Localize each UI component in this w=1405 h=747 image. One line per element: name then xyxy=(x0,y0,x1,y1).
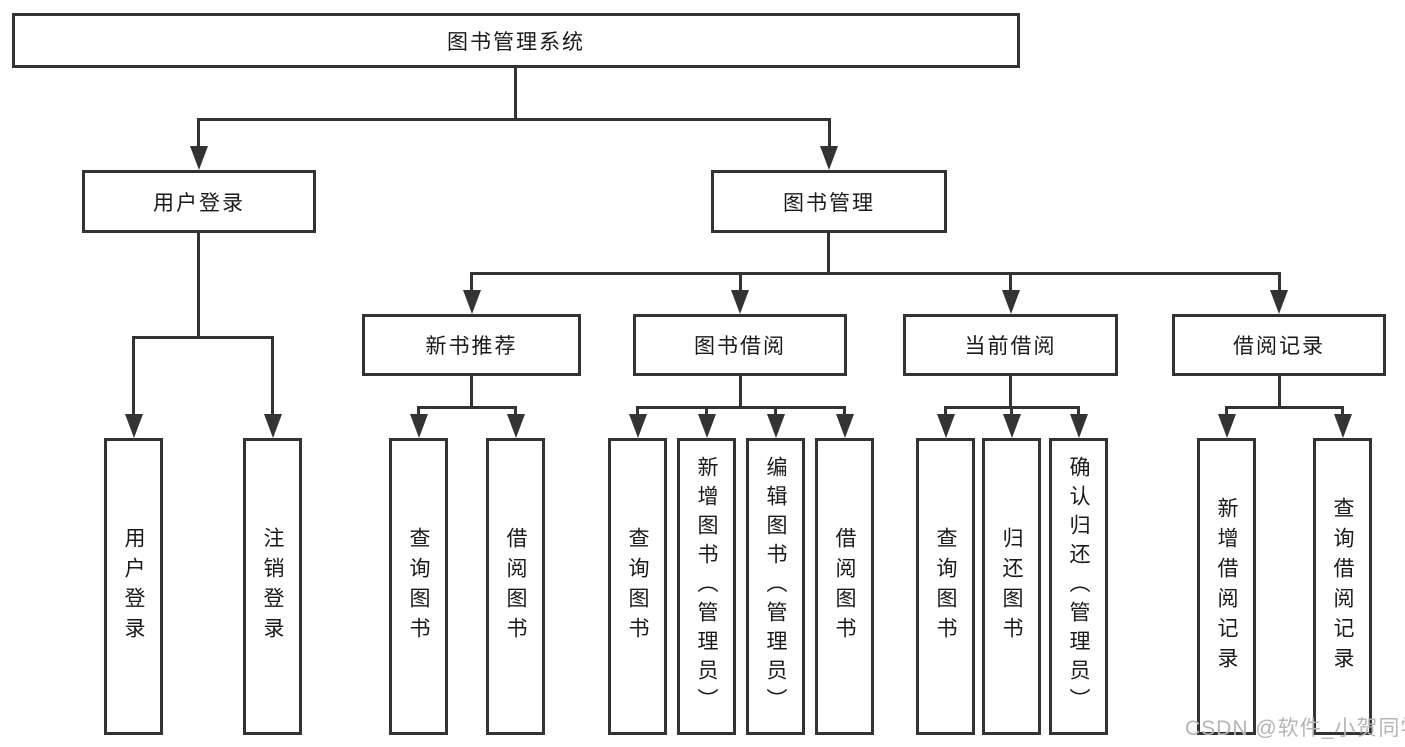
connector-line xyxy=(636,406,639,416)
node-root: 图书管理系统 xyxy=(12,13,1020,68)
arrow-down-icon xyxy=(1218,414,1236,438)
connector-line xyxy=(514,406,517,416)
arrow-down-icon xyxy=(463,290,481,314)
leaf-borrow-book-label: 借阅图书 xyxy=(833,526,856,647)
leaf-newbooks-query-book: 查询图书 xyxy=(389,438,448,735)
leaf-newbooks-borrow-book: 借阅图书 xyxy=(486,438,545,735)
connector-line xyxy=(774,406,777,416)
arrow-down-icon xyxy=(820,146,838,170)
connector-line xyxy=(417,406,420,416)
node-borrow-records: 借阅记录 xyxy=(1172,314,1386,376)
node-book-borrow: 图书借阅 xyxy=(633,314,847,376)
connector-line xyxy=(1077,406,1080,416)
connector-line xyxy=(827,230,830,275)
leaf-newbooks-query-book-label: 查询图书 xyxy=(407,526,430,647)
node-user-login-label: 用户登录 xyxy=(153,191,245,215)
arrow-down-icon xyxy=(1270,290,1288,314)
connector-line xyxy=(705,406,708,416)
connector-line xyxy=(514,68,517,121)
arrow-down-icon xyxy=(937,414,955,438)
connector-line xyxy=(636,406,846,409)
leaf-edit-book-admin-label: 编辑图书（管理员） xyxy=(764,456,787,717)
leaf-confirm-return-admin-label: 确认归还（管理员） xyxy=(1067,456,1090,717)
connector-line xyxy=(1341,406,1344,416)
connector-line xyxy=(132,336,135,415)
arrow-down-icon xyxy=(767,414,785,438)
connector-line xyxy=(132,336,274,339)
connector-line xyxy=(197,118,200,148)
connector-line xyxy=(1225,406,1228,416)
connector-line xyxy=(470,272,1281,275)
connector-line xyxy=(470,272,473,292)
connector-line xyxy=(1278,272,1281,292)
leaf-query-borrow-record-label: 查询借阅记录 xyxy=(1331,496,1354,677)
node-book-management-label: 图书管理 xyxy=(783,191,875,215)
leaf-query-borrow-record: 查询借阅记录 xyxy=(1313,438,1372,735)
connector-line xyxy=(271,336,274,415)
node-user-login: 用户登录 xyxy=(82,170,316,233)
arrow-down-icon xyxy=(731,290,749,314)
arrow-down-icon xyxy=(507,414,525,438)
connector-line xyxy=(1225,406,1344,409)
arrow-down-icon xyxy=(836,414,854,438)
leaf-confirm-return-admin: 确认归还（管理员） xyxy=(1049,438,1108,735)
arrow-down-icon xyxy=(125,414,143,438)
connector-line xyxy=(470,374,473,409)
csdn-watermark: CSDN @软件_小贺同学 xyxy=(1185,717,1405,740)
node-new-book-recommend-label: 新书推荐 xyxy=(425,335,518,358)
connector-line xyxy=(1009,272,1012,292)
connector-line xyxy=(739,374,742,409)
arrow-down-icon xyxy=(190,146,208,170)
arrow-down-icon xyxy=(698,414,716,438)
arrow-down-icon xyxy=(1334,414,1352,438)
leaf-borrow-query-book: 查询图书 xyxy=(608,438,667,735)
node-current-borrow-label: 当前借阅 xyxy=(964,335,1057,358)
connector-line xyxy=(944,406,947,416)
arrow-down-icon xyxy=(1003,414,1021,438)
node-borrow-records-label: 借阅记录 xyxy=(1233,335,1325,358)
leaf-add-book-admin: 新增图书（管理员） xyxy=(677,438,736,735)
leaf-add-borrow-record: 新增借阅记录 xyxy=(1197,438,1256,735)
connector-line xyxy=(1278,374,1281,409)
node-current-borrow: 当前借阅 xyxy=(903,314,1118,376)
connector-line xyxy=(739,272,742,292)
arrow-down-icon xyxy=(1070,414,1088,438)
arrow-down-icon xyxy=(264,414,282,438)
leaf-current-query-book-label: 查询图书 xyxy=(934,526,957,647)
arrow-down-icon xyxy=(410,414,428,438)
leaf-user-login: 用户登录 xyxy=(104,438,163,735)
leaf-return-book: 归还图书 xyxy=(982,438,1041,735)
connector-line xyxy=(1010,406,1013,416)
leaf-current-query-book: 查询图书 xyxy=(916,438,975,735)
leaf-newbooks-borrow-book-label: 借阅图书 xyxy=(504,526,527,647)
leaf-logout-label: 注销登录 xyxy=(261,526,284,647)
connector-line xyxy=(197,231,200,339)
connector-line xyxy=(843,406,846,416)
leaf-user-login-label: 用户登录 xyxy=(122,526,145,647)
node-new-book-recommend: 新书推荐 xyxy=(362,314,581,376)
arrow-down-icon xyxy=(1002,290,1020,314)
leaf-borrow-book: 借阅图书 xyxy=(815,438,874,735)
leaf-borrow-query-book-label: 查询图书 xyxy=(626,526,649,647)
node-book-borrow-label: 图书借阅 xyxy=(694,335,786,358)
arrow-down-icon xyxy=(629,414,647,438)
connector-line xyxy=(417,406,517,409)
leaf-add-book-admin-label: 新增图书（管理员） xyxy=(695,456,718,717)
leaf-return-book-label: 归还图书 xyxy=(1000,526,1023,647)
node-root-label: 图书管理系统 xyxy=(447,30,585,54)
node-book-management: 图书管理 xyxy=(711,170,947,233)
leaf-edit-book-admin: 编辑图书（管理员） xyxy=(746,438,805,735)
connector-line xyxy=(197,118,831,121)
connector-line xyxy=(828,118,831,148)
leaf-logout: 注销登录 xyxy=(243,438,302,735)
leaf-add-borrow-record-label: 新增借阅记录 xyxy=(1215,496,1238,677)
connector-line xyxy=(1009,374,1012,409)
